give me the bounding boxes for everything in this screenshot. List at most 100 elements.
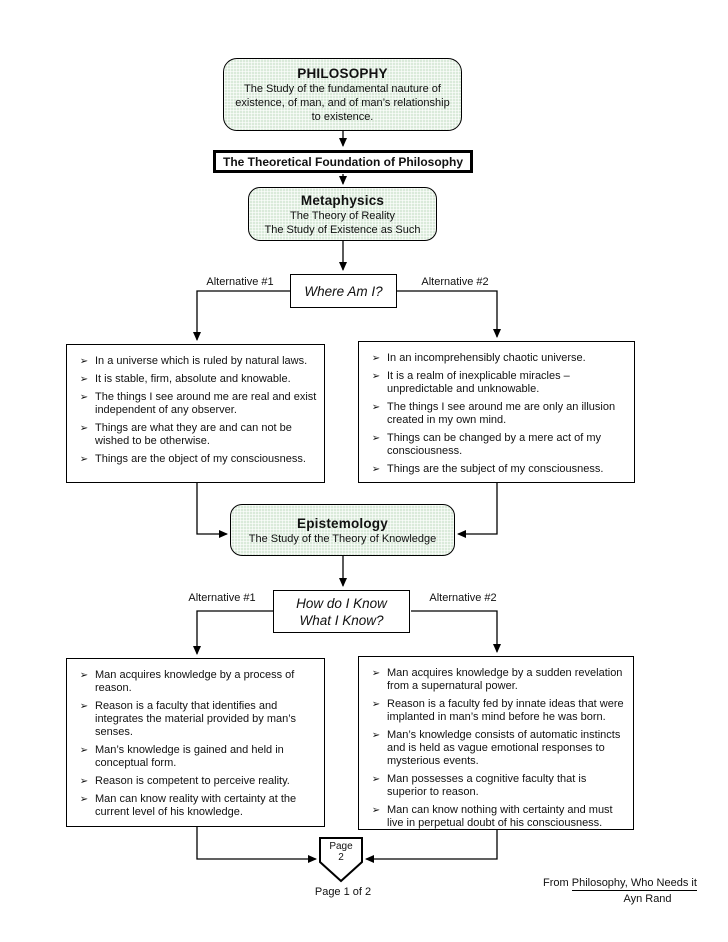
where-box: Where Am I?	[290, 274, 397, 308]
list-item-text: Man can know nothing with certainty and …	[387, 804, 613, 829]
philosophy-box: PHILOSOPHY The Study of the fundamental …	[223, 58, 462, 131]
list-item: ➢ In a universe which is ruled by natural…	[73, 355, 320, 368]
citation-title: Philosophy, Who Needs it	[571, 877, 697, 891]
list-item: ➢ Things are the subject of my consciousn…	[365, 463, 630, 476]
epistemology-alt2-list: ➢Man acquires knowledge by a sudden reve…	[358, 656, 634, 830]
list-item-text: Things can be changed by a mere act of m…	[387, 432, 602, 457]
list-item: ➢ The things I see around me are real and…	[73, 391, 320, 417]
citation-line: From Philosophy, Who Needs it	[543, 876, 718, 891]
philosophy-subtitle: The Study of the fundamental nauture of …	[235, 83, 450, 123]
metaphysics-line2: The Study of Existence as Such	[264, 223, 421, 236]
citation-author: Ayn Rand	[623, 893, 672, 905]
epistemology-title: Epistemology	[297, 515, 388, 531]
list-item: ➢ The things I see around me are only an …	[365, 401, 630, 427]
foundation-label: The Theoretical Foundation of Philosophy	[223, 154, 463, 169]
arrow-bullet-icon: ➢	[79, 745, 89, 756]
how-alt1-label: Alternative #1	[188, 592, 256, 604]
philosophy-title: PHILOSOPHY	[297, 66, 388, 81]
arrow-bullet-icon: ➢	[371, 433, 381, 444]
list-item-text: Man acquires knowledge by a process of r…	[95, 669, 295, 694]
list-item-text: The things I see around me are only an i…	[387, 401, 616, 426]
list-item: ➢ Man can know reality with certainty at …	[73, 793, 320, 819]
list-item: ➢ Man can know nothing with certainty and…	[365, 804, 629, 830]
where-alt2-label: Alternative #2	[421, 276, 489, 288]
epistemology-alt1-list: ➢ Man acquires knowledge by a process of …	[66, 658, 325, 827]
arrow-bullet-icon: ➢	[79, 454, 89, 465]
list-item: ➢ Man’s knowledge is gained and held in c…	[73, 744, 320, 770]
arrow-bullet-icon: ➢	[79, 701, 89, 712]
list-item: ➢ Reason is a faculty fed by innate ideas…	[365, 698, 629, 724]
arrow-bullet-icon: ➢	[371, 730, 381, 741]
list-item-text: In an incomprehensibly chaotic universe.	[387, 352, 586, 364]
metaphysics-title: Metaphysics	[300, 192, 385, 208]
metaphysics-box: Metaphysics The Theory of Reality The St…	[248, 187, 437, 241]
arrow-alt1-to-epistemology	[196, 483, 228, 538]
list-item-text: Man can know reality with certainty at t…	[95, 793, 297, 818]
arrow-bullet-icon: ➢	[371, 402, 381, 413]
how-line1: How do I Know	[296, 595, 387, 611]
page-connector-line2: 2	[338, 852, 344, 863]
list-item-text: Man’s knowledge consists of automatic in…	[387, 729, 621, 767]
where-alt1-label: Alternative #1	[206, 276, 274, 288]
list-item-text: Things are the object of my consciousnes…	[95, 453, 306, 465]
arrow-bullet-icon: ➢	[79, 356, 89, 367]
arrow-bullet-icon: ➢	[79, 374, 89, 385]
list-item: ➢ Man’s knowledge consists of automatic i…	[365, 729, 629, 768]
metaphysics-alt2-list: ➢ In an incomprehensibly chaotic universe…	[358, 341, 635, 483]
list-item-text: The things I see around me are real and …	[95, 391, 317, 416]
page-connector-shape	[319, 837, 363, 883]
arrow-alt2-to-page2	[365, 830, 498, 863]
list-item-text: Man possesses a cognitive faculty that i…	[387, 773, 587, 798]
arrow-bullet-icon: ➢	[79, 670, 89, 681]
citation-prefix: From	[543, 877, 569, 889]
list-item-text: Things are what they are and can not be …	[95, 422, 292, 447]
list-item-text: It is stable, firm, absolute and knowabl…	[95, 373, 291, 385]
foundation-box: The Theoretical Foundation of Philosophy	[213, 150, 473, 173]
arrow-bullet-icon: ➢	[371, 774, 381, 785]
arrow-bullet-icon: ➢	[79, 423, 89, 434]
page-number-label: Page 1 of 2	[314, 886, 372, 898]
list-item-text: In a universe which is ruled by natural …	[95, 355, 308, 367]
arrow-bullet-icon: ➢	[79, 392, 89, 403]
arrow-bullet-icon: ➢	[371, 699, 381, 710]
arrow-bullet-icon: ➢	[371, 371, 381, 382]
arrow-bullet-icon: ➢	[79, 794, 89, 805]
list-item: ➢ Man possesses a cognitive faculty that …	[365, 773, 629, 799]
list-item: ➢Man acquires knowledge by a sudden reve…	[365, 667, 629, 693]
list-item: ➢ In an incomprehensibly chaotic universe…	[365, 352, 630, 365]
arrow-where-to-alt2	[397, 290, 501, 338]
arrow-bullet-icon: ➢	[371, 668, 381, 679]
how-box: How do I Know What I Know?	[273, 590, 410, 633]
list-item-text: It is a realm of inexplicable miracles –…	[387, 370, 570, 395]
epistemology-box: Epistemology The Study of the Theory of …	[230, 504, 455, 556]
arrow-alt2-to-epistemology	[457, 483, 498, 538]
list-item-text: Reason is competent to perceive reality.	[95, 775, 290, 787]
list-item: ➢ Things can be changed by a mere act of …	[365, 432, 630, 458]
arrow-bullet-icon: ➢	[371, 464, 381, 475]
list-item: ➢ Man acquires knowledge by a process of …	[73, 669, 320, 695]
page-connector-line1: Page	[329, 841, 353, 852]
arrow-bullet-icon: ➢	[79, 776, 89, 787]
how-alt2-label: Alternative #2	[429, 592, 497, 604]
list-item: ➢ Things are the object of my consciousne…	[73, 453, 320, 466]
list-item: ➢ It is a realm of inexplicable miracles …	[365, 370, 630, 396]
list-item: ➢ Reason is a faculty that identifies and…	[73, 700, 320, 739]
arrow-bullet-icon: ➢	[371, 353, 381, 364]
citation: From Philosophy, Who Needs it Ayn Rand	[543, 876, 718, 906]
how-line2: What I Know?	[299, 612, 384, 628]
epistemology-subtitle: The Study of the Theory of Knowledge	[248, 532, 437, 545]
page-connector-text: Page 2	[320, 841, 362, 863]
metaphysics-alt1-list: ➢ In a universe which is ruled by natural…	[66, 344, 325, 483]
list-item-text: Man’s knowledge is gained and held in co…	[95, 744, 284, 769]
list-item-text: Reason is a faculty fed by innate ideas …	[387, 698, 624, 723]
metaphysics-line1: The Theory of Reality	[290, 209, 395, 222]
list-item-text: Reason is a faculty that identifies and …	[95, 700, 296, 738]
arrow-bullet-icon: ➢	[371, 805, 381, 816]
arrow-where-to-alt1	[193, 290, 290, 341]
arrow-how-to-alt2	[411, 610, 501, 653]
list-item-text: Things are the subject of my consciousne…	[387, 463, 604, 475]
list-item: ➢ Reason is competent to perceive reality…	[73, 775, 320, 788]
list-item: ➢ Things are what they are and can not be…	[73, 422, 320, 448]
